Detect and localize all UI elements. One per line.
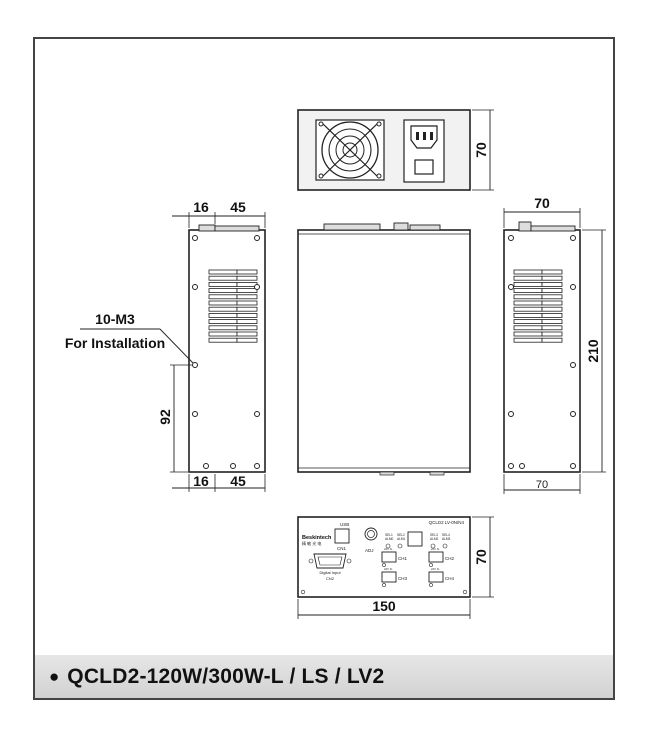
vent-slot: [236, 300, 258, 306]
vent-slot: [236, 331, 258, 337]
vent-slot: [208, 300, 238, 306]
right-top-dimension: 70: [534, 195, 550, 211]
cn2-label: CN2: [326, 576, 335, 581]
sel-b2-label: SEL4: [442, 533, 450, 537]
vent-slot: [208, 294, 238, 300]
vent-slot: [541, 275, 563, 281]
vent-slot: [236, 294, 258, 300]
vent-slot: [513, 275, 543, 281]
sel-a1-label: SEL1: [385, 533, 393, 537]
left-vertical-dimension: 92: [157, 409, 173, 425]
vent-slot: [541, 325, 563, 331]
vent-slot: [541, 281, 563, 287]
cn1-label: CN1: [337, 546, 346, 551]
sel-b1-label: SEL3: [430, 533, 438, 537]
vent-slot: [513, 269, 543, 275]
panel-brand-label: Beskintech: [302, 535, 332, 541]
front-width-dimension: 150: [372, 598, 396, 614]
front-height-dimension: 70: [473, 549, 489, 565]
alm-a2-label: ALM1: [397, 537, 406, 541]
vent-slot: [513, 294, 543, 300]
alm-b2-label: ALM3: [442, 537, 451, 541]
vent-slot: [513, 288, 543, 294]
left-bottom-dimension-b: 45: [230, 473, 246, 489]
vent-slot: [513, 319, 543, 325]
installation-annotation: For Installation: [65, 335, 165, 351]
usb-label: USB: [340, 522, 349, 527]
right-height-dimension: 210: [585, 339, 601, 363]
vent-slot: [513, 337, 543, 343]
left-top-dimension-b: 45: [230, 199, 246, 215]
drawing-frame: 70 16 45: [33, 37, 615, 700]
vent-slot: [208, 306, 238, 312]
vent-slot: [236, 306, 258, 312]
vent-slot: [208, 288, 238, 294]
front-panel-view: QCLD2 LV-0N/N4 Beskintech 精 敏 光 电 USB CN…: [297, 516, 494, 619]
ch2-label: CH2: [445, 556, 454, 561]
dc-label-ch4: 24V N-: [431, 567, 440, 571]
vent-slot: [208, 319, 238, 325]
dc-label-ch2: 24V N-: [431, 547, 440, 551]
vent-slot: [208, 269, 238, 275]
dc-label-ch3: 24V N-: [384, 567, 393, 571]
vent-slot: [541, 269, 563, 275]
left-side-view: 16 45 16 45 92 10-M3 For Installation: [65, 199, 266, 492]
alm-b1-label: ALM2: [430, 537, 439, 541]
vent-slot: [236, 337, 258, 343]
alm-a1-label: ALM0: [385, 537, 394, 541]
vent-slot: [541, 319, 563, 325]
vent-slot: [541, 300, 563, 306]
vent-slot: [236, 325, 258, 331]
top-height-dimension: 70: [473, 142, 489, 158]
digital-input-label: Digital Input: [319, 570, 341, 575]
panel-brand-sub: 精 敏 光 电: [302, 540, 321, 546]
vent-slot: [541, 294, 563, 300]
vent-slot: [236, 319, 258, 325]
right-bottom-dimension: 70: [536, 479, 548, 491]
vent-slot: [513, 306, 543, 312]
vent-slot: [513, 325, 543, 331]
vent-slot: [513, 312, 543, 318]
adj-label: ADJ: [365, 548, 374, 553]
screw-annotation: 10-M3: [95, 311, 135, 327]
vent-slot: [513, 331, 543, 337]
dc-label-ch1: 24V N-: [384, 547, 393, 551]
vent-slot: [208, 337, 238, 343]
vent-slot: [208, 331, 238, 337]
fan-icon: [315, 119, 385, 181]
caption-bar: ● QCLD2-120W/300W-L / LS / LV2: [35, 655, 613, 698]
vent-slot: [236, 269, 258, 275]
vent-slot: [208, 281, 238, 287]
ch1-label: CH1: [398, 556, 407, 561]
ch3-label: CH3: [398, 576, 407, 581]
sel-a2-label: SEL2: [397, 533, 405, 537]
plan-view: [297, 222, 471, 476]
vent-slot: [236, 312, 258, 318]
vent-slot: [513, 281, 543, 287]
panel-model-label: QCLD2 LV-0N/N4: [429, 520, 465, 525]
vent-slot: [541, 306, 563, 312]
technical-drawing: 70 16 45: [65, 109, 606, 619]
power-inlet-icon: [403, 119, 445, 183]
vent-slot: [513, 300, 543, 306]
vent-slot: [541, 337, 563, 343]
vent-slot: [236, 275, 258, 281]
vent-slot: [208, 325, 238, 331]
vent-slot: [236, 288, 258, 294]
model-caption: QCLD2-120W/300W-L / LS / LV2: [67, 664, 385, 688]
vent-slot: [541, 312, 563, 318]
left-vent-grille: [208, 269, 258, 343]
vent-slot: [541, 288, 563, 294]
left-bottom-dimension-a: 16: [193, 473, 209, 489]
vent-slot: [208, 312, 238, 318]
top-view: 70: [297, 109, 494, 191]
caption-bullet: ●: [49, 666, 60, 686]
right-vent-grille: [513, 269, 563, 343]
vent-slot: [208, 275, 238, 281]
right-side-view: 70 70 210: [503, 195, 606, 494]
vent-slot: [236, 281, 258, 287]
vent-slot: [541, 331, 563, 337]
ch4-label: CH4: [445, 576, 454, 581]
left-top-dimension-a: 16: [193, 199, 209, 215]
